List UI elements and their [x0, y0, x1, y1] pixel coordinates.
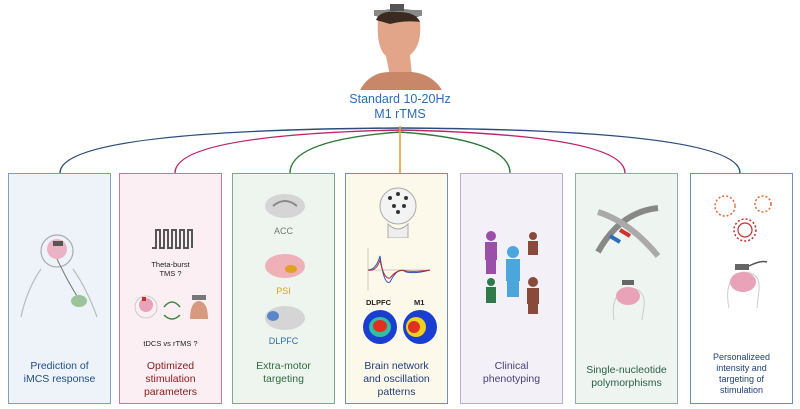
people-group-icon — [485, 231, 539, 314]
panel-personalized-stimulation: Personalizeed intensity and targeting of… — [690, 173, 793, 404]
header-title-line1: Standard 10-20Hz — [349, 92, 451, 106]
topo-dlpfc-label: DLPFC — [366, 298, 391, 307]
header-title-line2: M1 rTMS — [374, 107, 426, 121]
panel-5-label: Clinical phenotyping — [482, 360, 541, 385]
panel-brain-network: DLPFC M1 Brain network and oscillation p… — [345, 173, 448, 404]
theta-burst-pulse-icon — [152, 229, 193, 249]
panel-7-label: Personalizeed intensity and targeting of… — [712, 352, 771, 395]
dna-helix-icon — [595, 205, 661, 258]
panel-imcs-prediction: Prediction of iMCS response — [8, 173, 111, 404]
dlpfc-brain-icon — [265, 306, 305, 330]
theta-burst-label: Theta-burst TMS ? — [151, 260, 190, 278]
topography-maps — [363, 310, 437, 344]
psi-brain-icon — [265, 254, 305, 278]
panel-1-label: Prediction of iMCS response — [23, 360, 96, 385]
eeg-cap-head-icon — [379, 187, 417, 238]
body-implant-icon — [20, 234, 98, 318]
panel-6-label: Single-nucleotide polymorphisms — [586, 364, 667, 389]
acc-brain-icon — [265, 194, 305, 218]
topo-m1-label: M1 — [414, 298, 425, 307]
psi-label: PSI — [276, 286, 291, 296]
eeg-waveform-plot — [367, 248, 431, 290]
panel-2-label: Optimized stimulation parameters — [143, 360, 198, 398]
coil-rings-icon — [714, 195, 772, 242]
dlpfc-label: DLPFC — [268, 336, 299, 346]
panel-snp: Single-nucleotide polymorphisms — [575, 173, 678, 404]
tdcs-vs-rtms-label: tDCS vs rTMS ? — [143, 339, 198, 348]
panel-stimulation-parameters: Theta-burst TMS ? tDCS vs rTMS ? Optimiz… — [119, 173, 222, 404]
head-coil-target-icon — [727, 260, 768, 309]
header-title: Standard 10-20Hz M1 rTMS — [300, 92, 500, 122]
panel-3-label: Extra-motor targeting — [256, 360, 311, 385]
head-coil-outline-icon — [612, 280, 645, 321]
head-coil-figure — [360, 4, 442, 90]
panel-4-label: Brain network and oscillation patterns — [363, 360, 430, 398]
panel-clinical-phenotyping: Clinical phenotyping — [460, 173, 563, 404]
panel-extra-motor-targeting: ACC PSI DLPFC Extra-motor targeting — [232, 173, 335, 404]
acc-label: ACC — [273, 226, 293, 236]
tdcs-vs-rtms-icon — [134, 295, 208, 320]
